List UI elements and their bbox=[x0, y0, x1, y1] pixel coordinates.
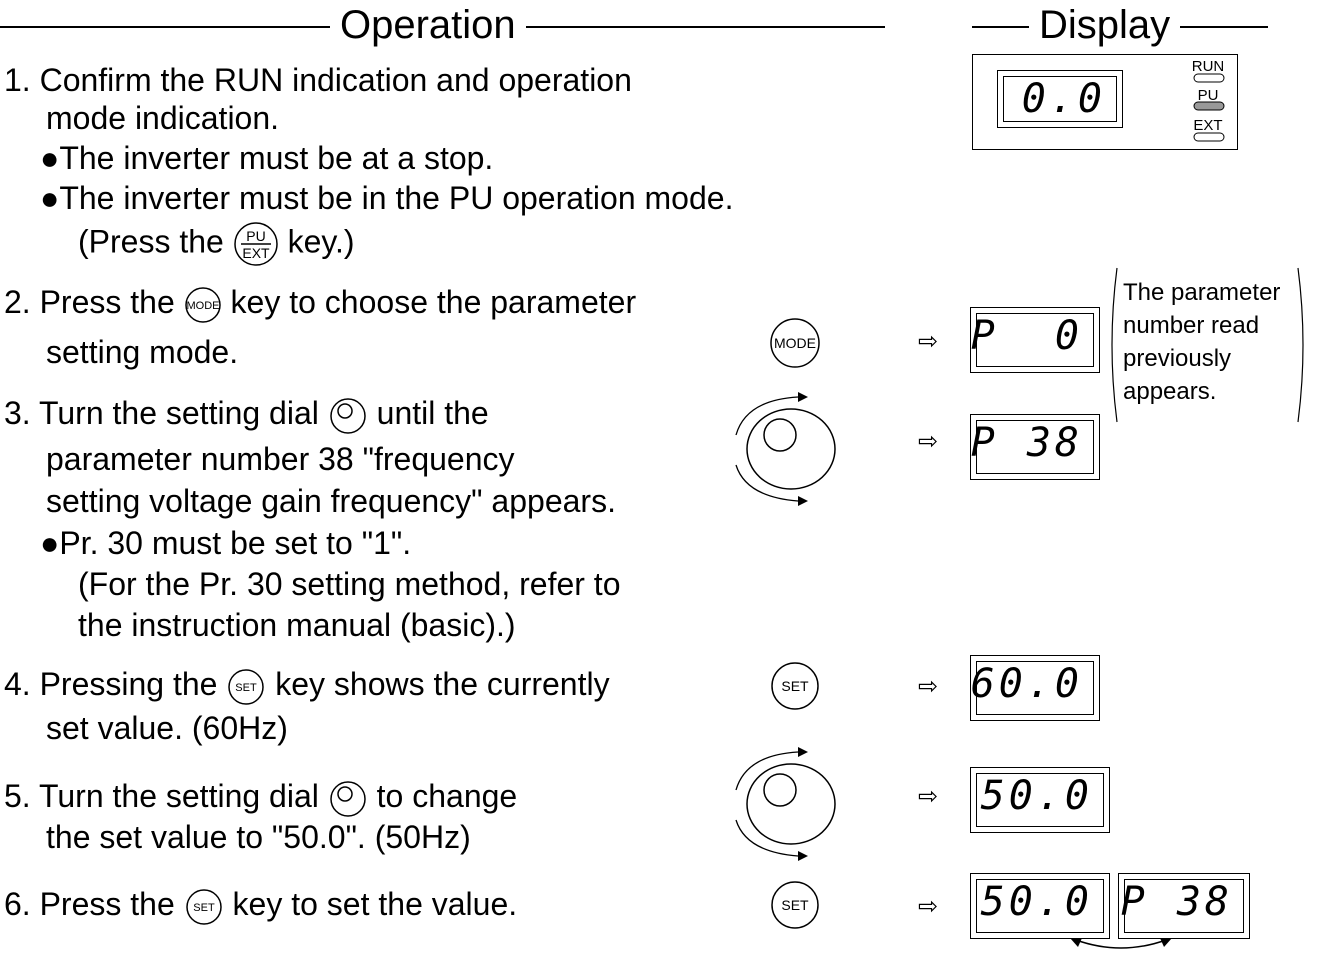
step6-line1: 6. Press the SET key to set the value. bbox=[4, 886, 517, 927]
operation-panel: 0.0 RUN PU EXT bbox=[972, 54, 1238, 150]
step3-line2: parameter number 38 "frequency bbox=[46, 441, 515, 477]
ext-led bbox=[1193, 132, 1225, 142]
step6-display-param: P 38 bbox=[1118, 873, 1250, 939]
rotate-dial-icon bbox=[735, 392, 836, 506]
arrow-icon: ⇨ bbox=[918, 428, 939, 455]
svg-text:MODE: MODE bbox=[186, 300, 219, 312]
setting-dial-icon bbox=[330, 397, 366, 434]
step3-display: P 38 bbox=[970, 414, 1100, 480]
pu-led-label: PU bbox=[1198, 87, 1219, 104]
bullet-icon: ● bbox=[40, 525, 60, 561]
step3-note1: (For the Pr. 30 setting method, refer to bbox=[78, 566, 621, 602]
svg-text:SET: SET bbox=[781, 897, 809, 913]
note-bracket bbox=[1111, 267, 1304, 423]
set-key-icon: SET bbox=[228, 668, 265, 705]
step5-line2: the set value to "50.0". (50Hz) bbox=[46, 819, 471, 855]
svg-text:EXT: EXT bbox=[242, 245, 270, 261]
step2-line1: 2. Press the MODE key to choose the para… bbox=[4, 284, 636, 324]
step4-line2: set value. (60Hz) bbox=[46, 710, 288, 746]
step1-press: (Press the PU EXT key.) bbox=[78, 221, 355, 267]
step1-bullet2: ●The inverter must be in the PU operatio… bbox=[40, 180, 734, 216]
bullet-icon: ● bbox=[40, 180, 60, 216]
operation-header: Operation bbox=[330, 2, 526, 48]
arrow-icon: ⇨ bbox=[918, 673, 939, 700]
ext-led-label: EXT bbox=[1193, 117, 1222, 134]
note-line4: appears. bbox=[1123, 378, 1217, 405]
svg-text:SET: SET bbox=[193, 902, 215, 914]
svg-text:PU: PU bbox=[246, 228, 265, 244]
mode-key-icon: MODE bbox=[184, 286, 221, 323]
step6-display-value: 50.0 bbox=[970, 873, 1110, 939]
arrow-icon: ⇨ bbox=[918, 893, 939, 920]
run-led-label: RUN bbox=[1192, 58, 1225, 75]
step2-display: P 0 bbox=[970, 307, 1100, 373]
run-led bbox=[1193, 73, 1225, 83]
bullet-icon: ● bbox=[40, 140, 60, 176]
step4-display: 60.0 bbox=[970, 655, 1100, 721]
note-line1: The parameter bbox=[1123, 279, 1281, 306]
panel-leds: RUN PU EXT bbox=[1192, 58, 1225, 142]
setting-dial-icon bbox=[330, 780, 366, 817]
step5-display: 50.0 bbox=[970, 767, 1110, 833]
display-header: Display bbox=[1029, 2, 1181, 48]
step3-bullet: ●Pr. 30 must be set to "1". bbox=[40, 525, 412, 561]
set-key-action-icon: SET bbox=[771, 881, 819, 929]
arrow-icon: ⇨ bbox=[918, 783, 939, 810]
step5-line1: 5. Turn the setting dial to change bbox=[4, 778, 517, 819]
step3-line1: 3. Turn the setting dial until the bbox=[4, 395, 489, 436]
set-key-action-icon: SET bbox=[771, 662, 819, 710]
pu-led bbox=[1193, 101, 1225, 111]
step1-line1: 1. Confirm the RUN indication and operat… bbox=[4, 62, 632, 98]
svg-text:SET: SET bbox=[781, 678, 809, 694]
step3-line3: setting voltage gain frequency" appears. bbox=[46, 483, 616, 519]
rotate-dial-icon bbox=[735, 747, 836, 861]
alternate-arrow-icon bbox=[1070, 938, 1172, 949]
step1-bullet1: ●The inverter must be at a stop. bbox=[40, 140, 494, 176]
pu-ext-key-icon: PU EXT bbox=[233, 222, 278, 266]
set-key-icon: SET bbox=[185, 888, 222, 925]
note-line3: previously bbox=[1123, 345, 1232, 372]
step4-line1: 4. Pressing the SET key shows the curren… bbox=[4, 666, 610, 707]
note-line2: number read bbox=[1123, 312, 1260, 339]
svg-text:SET: SET bbox=[236, 682, 258, 694]
arrow-icon: ⇨ bbox=[918, 328, 939, 355]
panel-display: 0.0 bbox=[997, 70, 1123, 128]
step2-line2: setting mode. bbox=[46, 334, 239, 370]
step3-note2: the instruction manual (basic).) bbox=[78, 607, 516, 643]
step1-line2: mode indication. bbox=[46, 100, 280, 136]
panel-display-value: 0.0 bbox=[1021, 76, 1106, 122]
mode-key-action-icon: MODE bbox=[770, 318, 820, 368]
svg-text:MODE: MODE bbox=[774, 335, 816, 351]
